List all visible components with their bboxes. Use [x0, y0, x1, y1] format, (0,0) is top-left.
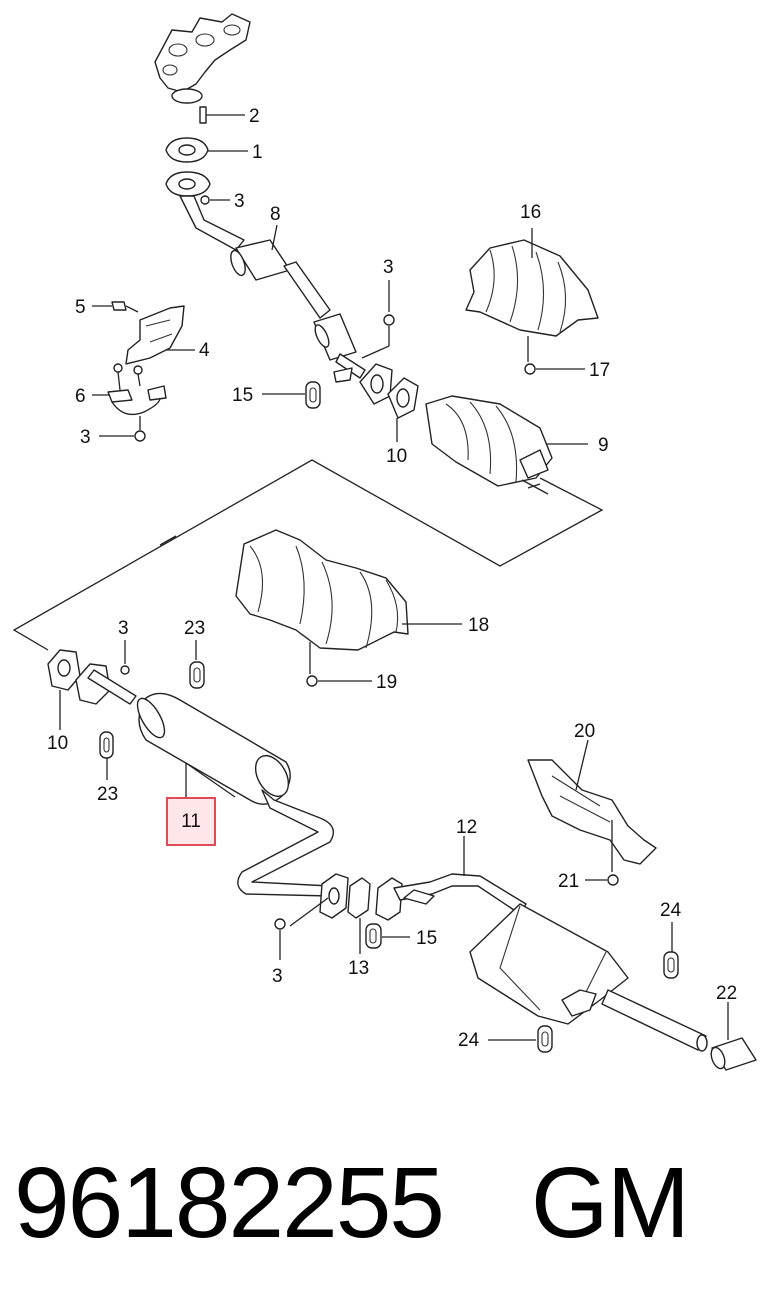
nut-part-17: 17 [524, 336, 610, 381]
callout-24-right: 24 [660, 900, 682, 921]
tail-pipe-tip-part-22: 22 [710, 983, 757, 1071]
callout-8: 8 [270, 204, 281, 225]
callout-21: 21 [558, 871, 579, 892]
gasket-part-13: 13 [319, 873, 403, 979]
gasket-part-10-lower: 10 [47, 649, 81, 754]
callout-3-upper: 3 [234, 191, 245, 212]
nut-part-19: 19 [306, 642, 397, 693]
strap-part-6: 6 [75, 363, 167, 416]
callout-1: 1 [252, 142, 263, 163]
nut-part-3-upper: 3 [200, 191, 245, 212]
callout-18: 18 [468, 615, 489, 636]
hanger-part-24-right: 24 [660, 900, 682, 979]
exploded-guide-lines [12, 459, 604, 651]
callout-16: 16 [520, 202, 541, 223]
exhaust-system-diagram: 2 1 8 3 16 [12, 13, 757, 1071]
hanger-part-15-lower: 15 [365, 923, 437, 949]
callout-15-lower: 15 [416, 928, 437, 949]
callout-17: 17 [589, 360, 610, 381]
highlighted-part-callout-11[interactable]: 11 [166, 797, 216, 846]
exhaust-manifold [154, 13, 251, 104]
callout-2: 2 [249, 106, 260, 127]
callout-4: 4 [199, 340, 210, 361]
callout-13: 13 [348, 958, 369, 979]
heat-shield-part-16: 16 [465, 202, 599, 337]
part-number: 96182255 [14, 1146, 445, 1259]
nut-part-3-mid: 3 [361, 257, 395, 359]
nut-part-3-centre: 3 [118, 618, 130, 675]
callout-9: 9 [598, 435, 609, 456]
callout-3-mid: 3 [383, 257, 394, 278]
gasket-part-10-upper: 10 [359, 363, 419, 467]
callout-23-upper: 23 [184, 618, 205, 639]
catalytic-converter-part-9: 9 [425, 395, 609, 495]
callout-10-lower: 10 [47, 733, 68, 754]
callout-15-upper: 15 [232, 385, 253, 406]
callout-22: 22 [716, 983, 737, 1004]
callout-3-left: 3 [80, 427, 91, 448]
center-muffler-part-11 [87, 669, 334, 897]
front-pipe-part-8: 8 [165, 171, 366, 379]
callout-10-upper: 10 [386, 446, 407, 467]
callout-24-lower: 24 [458, 1030, 480, 1051]
callout-23-lower: 23 [97, 784, 118, 805]
heat-shield-part-18: 18 [235, 529, 489, 651]
stud-part-2: 2 [199, 106, 260, 127]
callout-20: 20 [574, 721, 595, 742]
bracket-part-4: 4 [125, 305, 210, 365]
bolt-part-5: 5 [75, 297, 139, 318]
callout-6: 6 [75, 386, 86, 407]
callout-3-lower: 3 [272, 966, 283, 987]
callout-5: 5 [75, 297, 86, 318]
callout-19: 19 [376, 672, 397, 693]
callout-12: 12 [456, 817, 477, 838]
callout-3-centre: 3 [118, 618, 129, 639]
callout-11: 11 [181, 811, 201, 832]
hanger-part-23-upper: 23 [184, 618, 205, 689]
nut-part-3-left: 3 [80, 416, 146, 448]
hanger-part-15-upper: 15 [232, 381, 321, 409]
part-number-footer: 96182255 GM [14, 1138, 754, 1268]
gasket-part-1: 1 [165, 137, 263, 163]
rear-muffler-part-12: 12 [393, 817, 708, 1052]
nut-part-21: 21 [558, 820, 619, 892]
nut-part-3-lower: 3 [272, 897, 329, 987]
brand-name: GM [530, 1146, 690, 1259]
hanger-part-24-lower: 24 [458, 1025, 553, 1053]
hanger-part-23-lower: 23 [97, 731, 118, 805]
heat-shield-part-20: 20 [527, 721, 657, 865]
